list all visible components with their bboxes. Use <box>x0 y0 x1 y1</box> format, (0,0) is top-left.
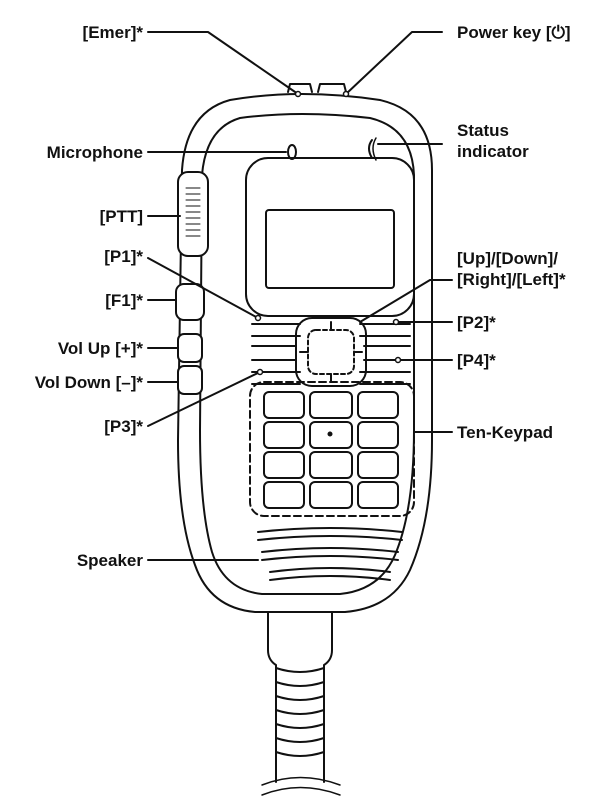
face-panel <box>245 157 415 317</box>
function-keys <box>251 323 411 385</box>
label-updown-line1: [Up]/[Down]/ <box>457 249 559 268</box>
device-bezel <box>199 113 415 595</box>
label-emer: [Emer]* <box>82 23 143 42</box>
label-up-down-right-left: [Up]/[Down]/ [Right]/[Left]* <box>457 248 566 290</box>
label-status-line1: Status <box>457 121 509 140</box>
vol-up-button[interactable] <box>177 333 203 363</box>
lcd-screen <box>265 209 395 289</box>
label-vol-down: Vol Down [–]* <box>34 373 143 392</box>
label-f1: [F1]* <box>105 291 143 310</box>
label-p2: [P2]* <box>457 313 496 332</box>
leader-lines <box>147 31 453 561</box>
cable <box>261 611 341 796</box>
label-power-key: Power key [⏻] <box>457 23 571 42</box>
power-button[interactable] <box>317 83 347 93</box>
microphone-hole <box>287 144 297 160</box>
leader-dots <box>254 90 402 376</box>
dpad[interactable] <box>295 317 367 387</box>
label-updown-line2: [Right]/[Left]* <box>457 270 566 289</box>
label-ptt: [PTT] <box>99 207 143 226</box>
label-status-line2: indicator <box>457 142 529 161</box>
label-status-indicator: Status indicator <box>457 120 529 162</box>
keypad-outline <box>249 381 415 517</box>
label-ten-keypad: Ten-Keypad <box>457 423 554 442</box>
label-p1: [P1]* <box>104 247 143 266</box>
label-vol-up: Vol Up [+]* <box>57 339 143 358</box>
keypad-keys[interactable] <box>263 391 399 509</box>
f1-button[interactable] <box>175 283 205 321</box>
ptt-grip <box>185 187 201 237</box>
speaker-grille <box>257 527 403 581</box>
label-p4: [P4]* <box>457 351 496 370</box>
label-p3: [P3]* <box>104 417 143 436</box>
label-microphone: Microphone <box>46 143 143 162</box>
ptt-button[interactable] <box>177 171 209 257</box>
vol-down-button[interactable] <box>177 365 203 395</box>
label-speaker: Speaker <box>76 551 143 570</box>
status-led <box>368 139 373 159</box>
